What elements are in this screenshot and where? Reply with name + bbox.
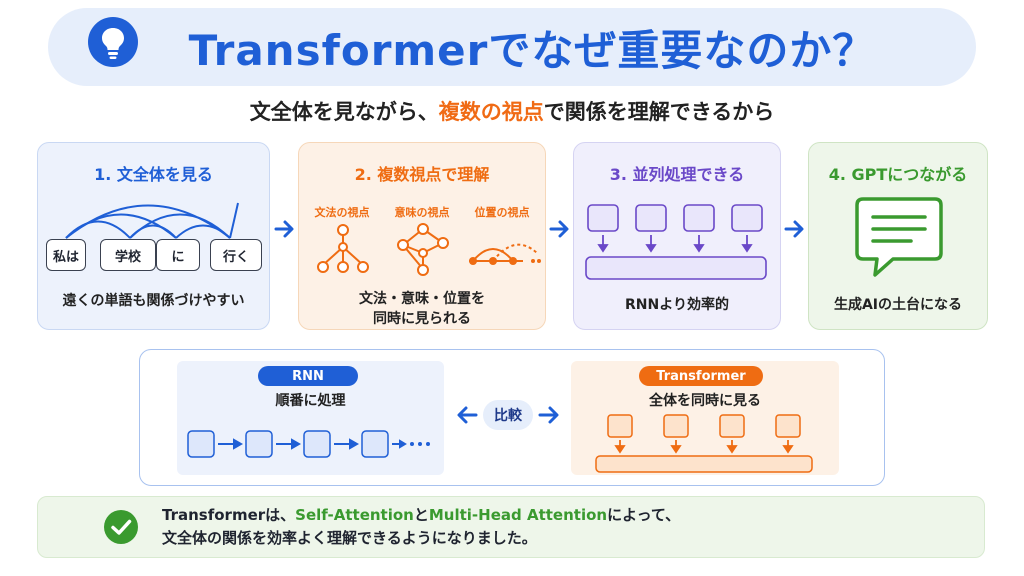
card-title: 2. 複数視点で理解 bbox=[354, 165, 490, 184]
multi-head-attention-term: Multi-Head Attention bbox=[428, 506, 608, 524]
tree-graph-icon bbox=[317, 224, 369, 273]
transformer-caption: 全体を同時に見る bbox=[649, 393, 761, 409]
compare-label: 比較 bbox=[483, 400, 533, 430]
card-caption: 生成AIの土台になる bbox=[833, 297, 963, 313]
rnn-sequence-diagram bbox=[187, 430, 430, 458]
arrow-right-icon bbox=[549, 220, 569, 238]
chat-bubble-icon bbox=[855, 197, 943, 277]
card-multi-view: 2. 複数視点で理解 文法の視点 意味の視点 位置の視点 文法・意味・位置を 同… bbox=[298, 142, 546, 330]
subtitle-after: で関係を理解できるから bbox=[543, 100, 775, 124]
summary-part: と bbox=[413, 506, 429, 524]
transformer-tag: Transformer bbox=[639, 366, 763, 386]
rnn-tag: RNN bbox=[258, 366, 358, 386]
card-title: 4. GPTにつながる bbox=[828, 165, 968, 184]
card-caption: RNNより効率的 bbox=[625, 297, 729, 313]
word-token: 学校 bbox=[100, 239, 156, 271]
view-label: 意味の視点 bbox=[394, 206, 450, 219]
card-caption: 遠くの単語も関係づけやすい bbox=[62, 293, 245, 309]
word-token: 私は bbox=[46, 239, 86, 271]
parallel-diagram bbox=[585, 204, 767, 280]
left-right-arrow-icon bbox=[457, 406, 559, 424]
summary-line1: Transformerは、Self-AttentionとMulti-Head A… bbox=[162, 504, 680, 527]
card-caption-line1: 文法・意味・位置を bbox=[359, 291, 485, 307]
subtitle-before: 文全体を見ながら、 bbox=[249, 100, 439, 124]
lightbulb-icon bbox=[88, 17, 138, 67]
summary-part: Transformerは、 bbox=[162, 506, 296, 524]
view-label: 位置の視点 bbox=[474, 206, 530, 219]
attention-arcs bbox=[65, 202, 239, 239]
card-whole-sentence: 1. 文全体を見る 私は 学校 に 行く 遠くの単語も関係づけやすい bbox=[37, 142, 270, 330]
position-arcs-icon bbox=[469, 243, 541, 265]
network-graph-icon bbox=[397, 223, 449, 276]
card-caption-line2: 同時に見られる bbox=[373, 311, 471, 327]
summary-text: Transformerは、Self-AttentionとMulti-Head A… bbox=[162, 504, 680, 550]
title-banner: Transformerでなぜ重要なのか？ bbox=[48, 8, 976, 86]
word-token: に bbox=[156, 239, 200, 271]
self-attention-term: Self-Attention bbox=[295, 506, 414, 524]
check-circle-icon bbox=[104, 510, 138, 544]
rnn-caption: 順番に処理 bbox=[275, 393, 346, 409]
subtitle-highlight: 複数の視点 bbox=[438, 100, 544, 124]
transformer-parallel-diagram bbox=[595, 414, 813, 473]
word-token: 行く bbox=[210, 239, 262, 271]
subtitle: 文全体を見ながら、複数の視点で関係を理解できるから bbox=[0, 96, 1024, 126]
summary-panel bbox=[37, 496, 985, 558]
view-label: 文法の視点 bbox=[314, 206, 370, 219]
card-parallel: 3. 並列処理できる RNNより効率的 bbox=[573, 142, 781, 330]
page-title: Transformerでなぜ重要なのか？ bbox=[188, 25, 876, 75]
card-gpt: 4. GPTにつながる 生成AIの土台になる bbox=[808, 142, 988, 330]
summary-part: によって、 bbox=[607, 506, 681, 524]
card-title: 3. 並列処理できる bbox=[609, 165, 745, 184]
summary-line2: 文全体の関係を効率よく理解できるようになりました。 bbox=[162, 529, 537, 547]
arrow-right-icon bbox=[784, 220, 804, 238]
arrow-right-icon bbox=[274, 220, 294, 238]
card-title: 1. 文全体を見る bbox=[94, 165, 213, 184]
